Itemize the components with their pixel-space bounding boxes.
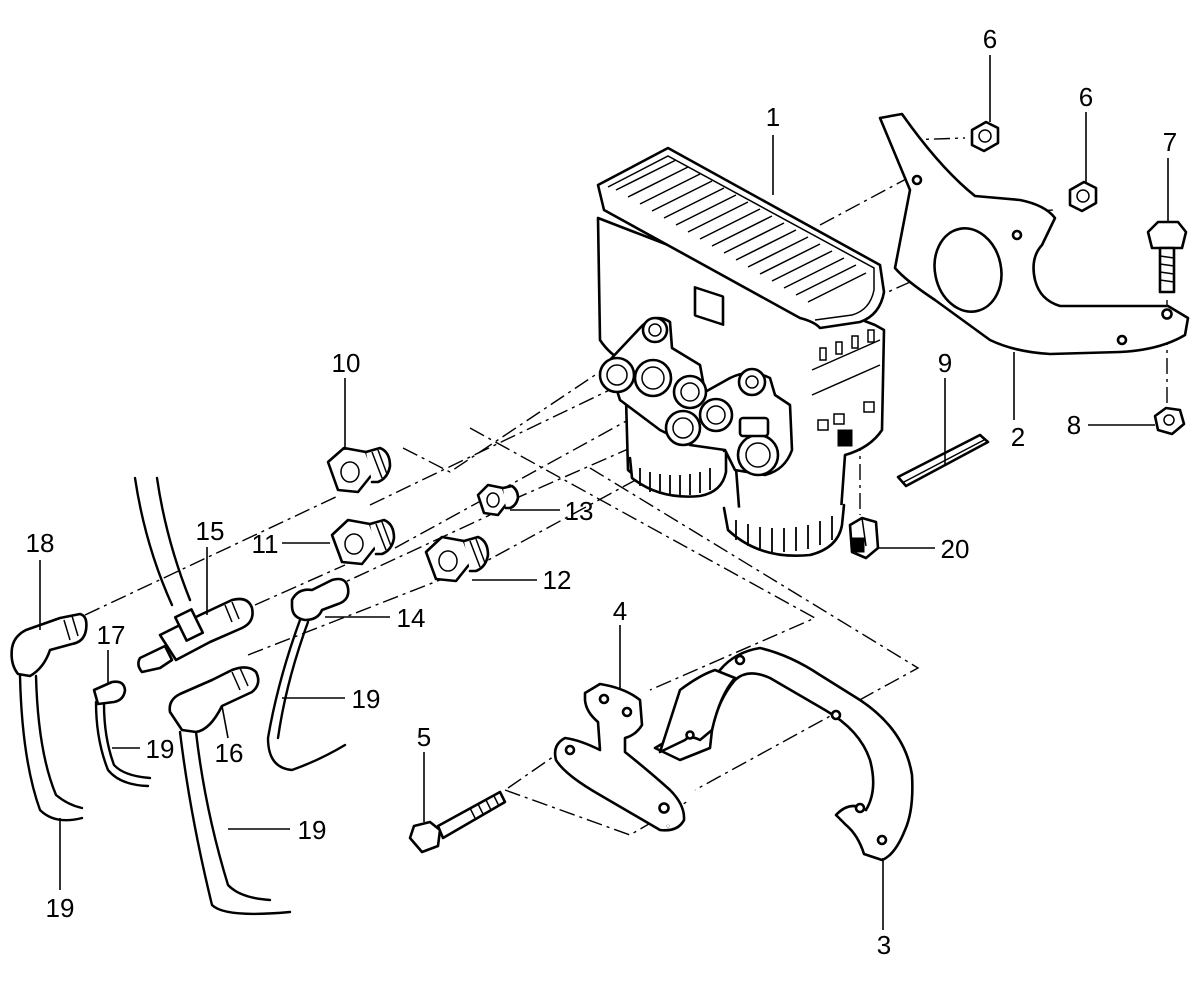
callout-6-lower: 6 xyxy=(1079,82,1093,112)
callout-19-hose-14: 19 xyxy=(352,684,381,714)
part-3-frame xyxy=(653,646,914,862)
part-5-bolt xyxy=(408,790,507,854)
part-6-nut-upper xyxy=(970,120,1000,153)
part-8-nut xyxy=(1153,406,1186,436)
part-18-elbow-fitting xyxy=(10,612,88,822)
callout-5: 5 xyxy=(417,722,431,752)
callout-labels: 1 2 3 4 5 6 6 7 8 9 10 11 12 13 14 15 16… xyxy=(26,24,1178,960)
part-6-nut-lower xyxy=(1068,180,1098,213)
part-7-bolt xyxy=(1146,220,1188,294)
callout-11: 11 xyxy=(252,529,279,559)
callout-18: 18 xyxy=(26,528,55,558)
callout-19-hose-18: 19 xyxy=(46,893,75,923)
part-4-plate xyxy=(553,682,686,832)
callout-16: 16 xyxy=(215,738,244,768)
part-17-small-fitting xyxy=(92,680,152,788)
callout-19-hose-16: 19 xyxy=(298,815,327,845)
callout-7: 7 xyxy=(1163,127,1177,157)
callout-9: 9 xyxy=(938,348,952,378)
callout-10: 10 xyxy=(332,348,361,378)
part-20-connector xyxy=(848,516,880,560)
part-1-valve-unit xyxy=(596,146,886,557)
valve-ports xyxy=(598,316,780,477)
callout-1: 1 xyxy=(766,102,780,132)
part-2-bracket xyxy=(878,112,1190,356)
callout-17: 17 xyxy=(97,620,126,650)
callout-20: 20 xyxy=(941,534,970,564)
part-11-plug xyxy=(330,518,396,566)
part-9-strip xyxy=(896,433,990,488)
part-12-plug xyxy=(424,535,490,583)
hose-upper-left xyxy=(133,476,192,607)
hose-14-inner xyxy=(276,620,310,740)
callout-2: 2 xyxy=(1011,422,1025,452)
callout-19-hose-17: 19 xyxy=(146,734,175,764)
part-16-elbow-fitting xyxy=(168,666,292,916)
valve-filter-housings xyxy=(628,429,853,557)
part-10-plug xyxy=(326,446,392,494)
callout-6-upper: 6 xyxy=(983,24,997,54)
leader-lines xyxy=(39,55,1169,930)
callout-12: 12 xyxy=(543,565,572,595)
callout-14: 14 xyxy=(397,603,426,633)
callout-15: 15 xyxy=(196,516,225,546)
callout-4: 4 xyxy=(613,596,627,626)
part-14-elbow-fitting xyxy=(266,577,350,772)
callout-8: 8 xyxy=(1067,410,1081,440)
part-13-plug xyxy=(476,483,520,517)
callout-13: 13 xyxy=(565,496,594,526)
part-15-tee-fitting xyxy=(137,597,254,674)
callout-3: 3 xyxy=(877,930,891,960)
